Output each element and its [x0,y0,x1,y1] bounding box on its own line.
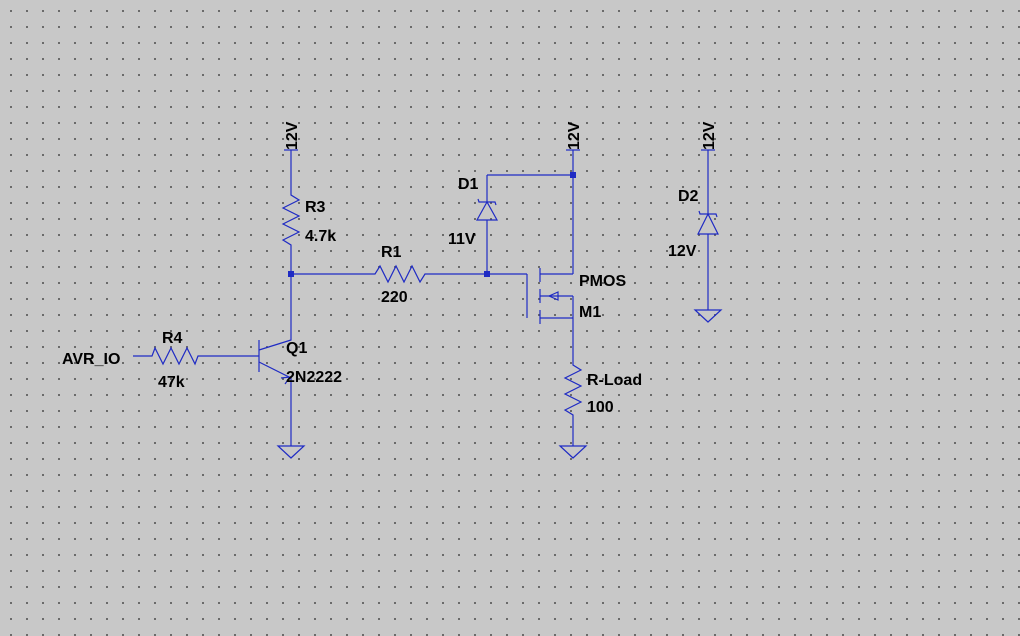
supply-12v-left[interactable]: 12V [284,121,301,190]
d1-name: D1 [458,176,479,193]
r4-name: R4 [162,330,183,347]
ground-symbol [276,445,306,459]
supply-12v-left-label: 12V [284,121,301,150]
d2-name: D2 [678,188,699,205]
net-label-avr-io: AVR_IO [62,351,120,368]
resistor-r1[interactable]: R1 220 [370,244,487,306]
r3-name: R3 [305,199,326,216]
r1-value: 220 [381,289,408,306]
rload-value: 100 [587,399,614,416]
q1-name: Q1 [286,340,307,357]
d1-value: 11V [448,231,476,248]
r4-value: 47k [158,374,185,391]
supply-12v-right[interactable]: 12V [701,121,718,214]
resistor-r-load[interactable]: R-Load 100 [563,318,642,446]
ground-symbol [693,309,723,323]
supply-12v-right-label: 12V [701,121,718,150]
supply-12v-mid-label: 12V [566,121,583,150]
ground-symbol [558,445,588,459]
supply-12v-mid[interactable]: 12V [566,121,583,274]
m1-model: PMOS [579,273,626,290]
npn-transistor-q1[interactable]: Q1 2N2222 [210,324,342,446]
zener-diode-d2[interactable]: D2 12V [668,188,719,310]
d2-value: 12V [668,243,697,260]
rload-name: R-Load [587,372,642,389]
m1-name: M1 [579,304,601,321]
pmos-m1[interactable]: PMOS M1 [487,268,626,324]
q1-model: 2N2222 [286,369,342,386]
r1-name: R1 [381,244,402,261]
resistor-r4[interactable]: R4 47k [133,330,210,391]
zener-diode-d1[interactable]: D1 11V [448,175,499,274]
r3-value: 4.7k [305,228,336,245]
resistor-r3[interactable]: R3 4.7k [281,190,336,274]
